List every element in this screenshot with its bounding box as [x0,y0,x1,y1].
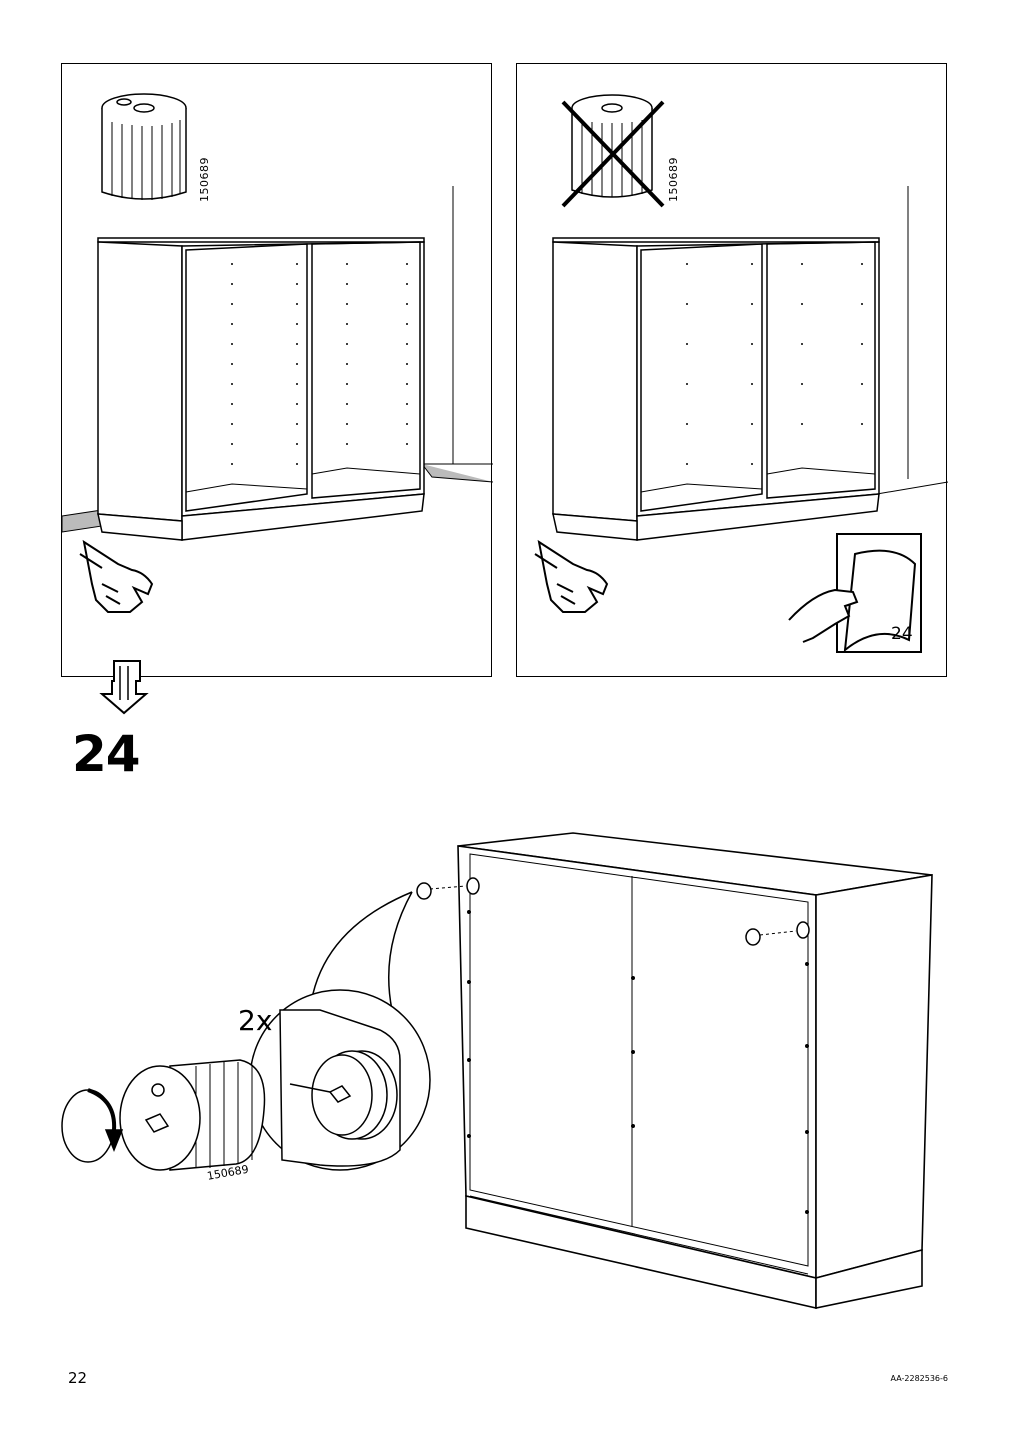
cabinet-floor-illustration [62,93,493,613]
part-code-label: 150689 [206,1162,250,1183]
knob-fitting-icon [416,877,810,946]
page-number: 22 [68,1369,88,1387]
panel-correct: 150689 [61,63,493,677]
step-number: 24 [72,725,141,783]
rotate-clockwise-icon [61,1088,124,1163]
knob-part-icon [119,1059,266,1171]
cabinet-back [457,832,933,1310]
detail-callout [249,891,431,1171]
pointing-hand-icon [534,539,609,613]
reference-step-number: 24 [891,624,913,644]
part-code-label: 150689 [667,157,680,202]
part-code-label: 150689 [198,157,211,202]
foot-part-icon [101,93,187,200]
quantity-label: 2x [238,1004,273,1037]
cabinet-floor-illustration [534,94,948,653]
shelf-pin-holes [686,263,863,465]
pointing-hand-icon [79,539,154,613]
shelf-pin-holes [231,263,408,465]
cross-out-icon [561,100,665,208]
back-panel-screws [467,910,809,1214]
panel-incorrect: 150689 24 [516,63,948,677]
document-code: AA-2282536-6 [890,1374,948,1383]
cabinet [97,237,425,541]
cabinet [552,237,880,541]
page-reference-icon [788,533,922,653]
